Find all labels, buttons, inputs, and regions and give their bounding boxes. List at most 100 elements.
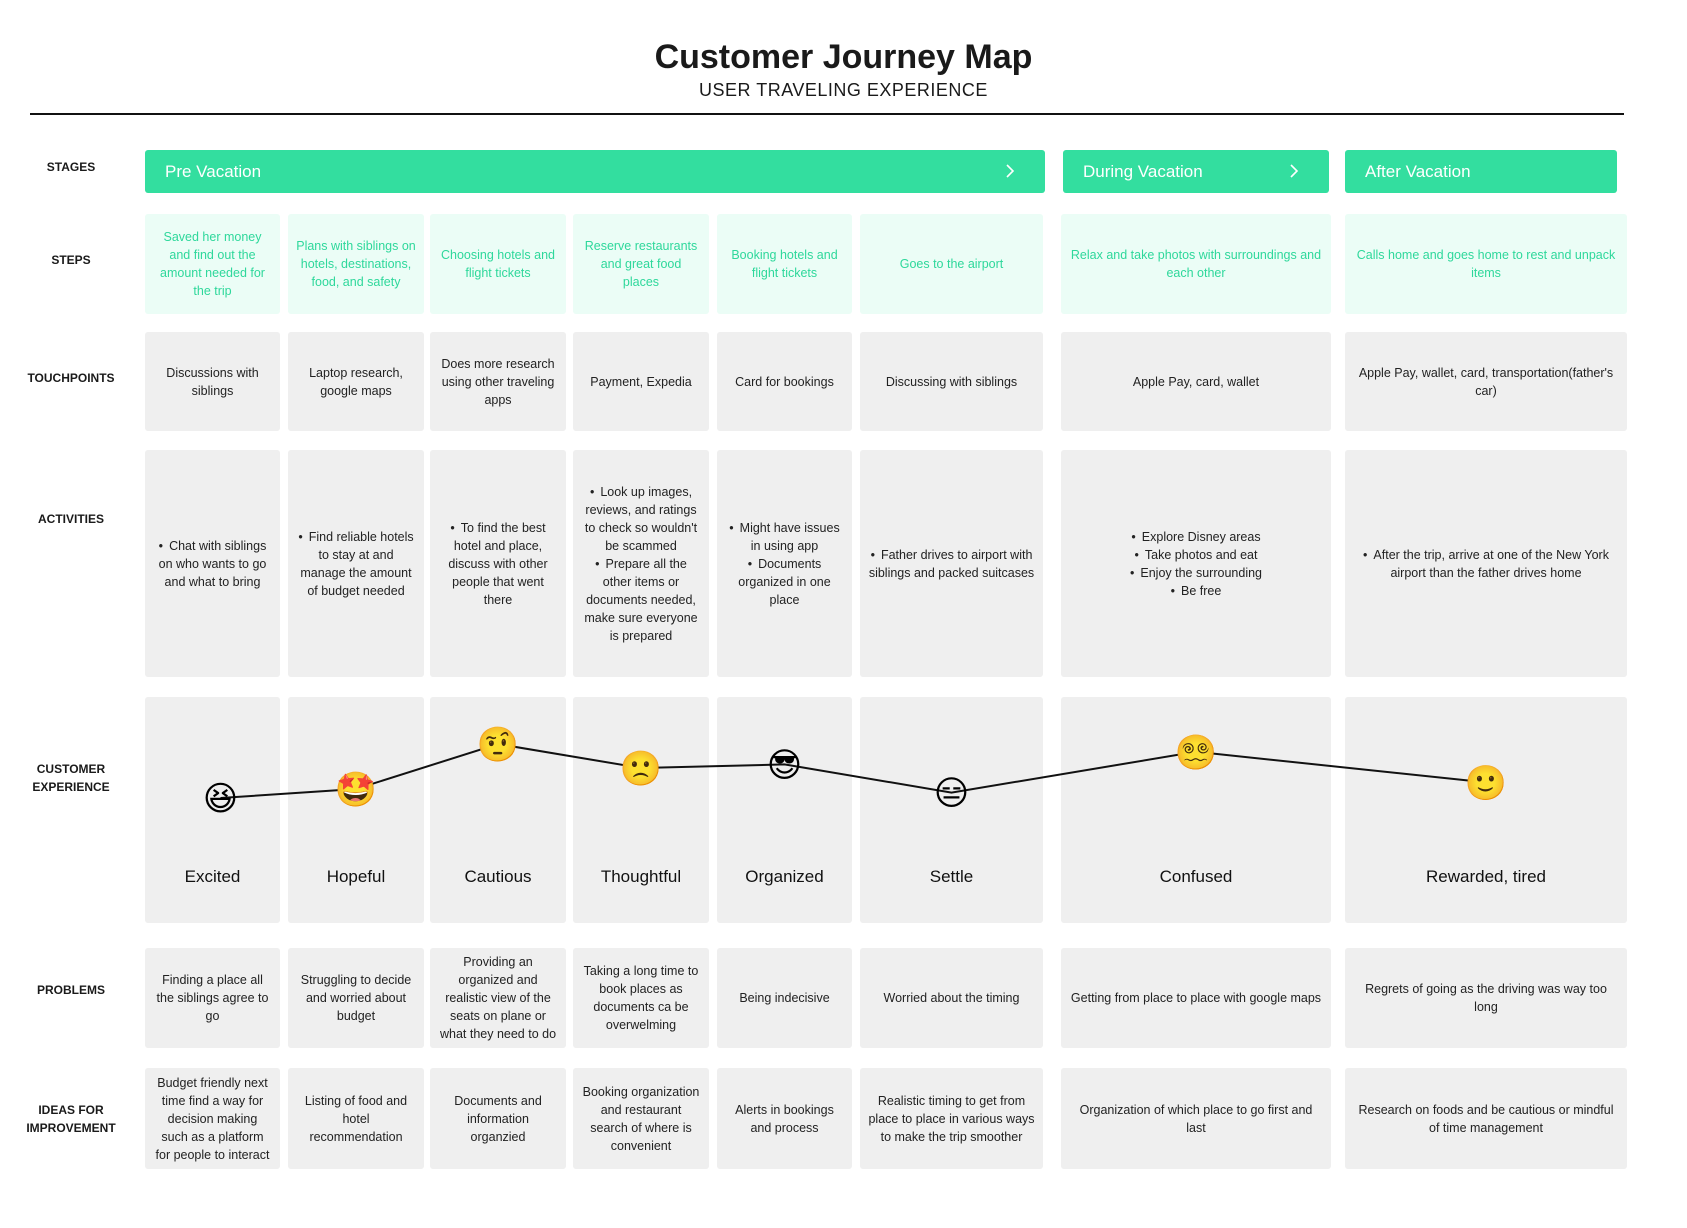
stage-pre-vacation[interactable]: Pre Vacation [145,150,1045,193]
touchpoint-text: Laptop research, google maps [309,365,403,398]
problem-text: Finding a place all the siblings agree t… [156,973,269,1023]
experience-line [220,742,1487,799]
emotion-emoji-icon: 🤩 [335,771,377,809]
emotion-emoji-icon: 😎 [767,746,802,784]
emotion-label: Rewarded, tired [1425,867,1546,886]
step-text: Goes to the airport [899,257,1004,271]
stage-during-vacation[interactable]: During Vacation [1063,150,1329,193]
idea-cell: Alerts in bookings and process [717,1068,852,1169]
activity-list: Explore Disney areasTake photos and eatE… [1130,528,1262,600]
problem-cell: Providing an organized and realistic vie… [430,948,566,1048]
row-label-ideas-line1: IDEAS FOR [38,1103,104,1117]
emotion-label: Organized [745,867,824,886]
activity-list: Look up images, reviews, and ratings to … [581,483,701,645]
step-text: Choosing hotels and flight tickets [441,248,555,280]
idea-text: Realistic timing to get from place to pl… [868,1093,1035,1144]
problem-text: Struggling to decide and worried about b… [300,973,412,1023]
emotion-label: Confused [1159,867,1233,886]
idea-cell: Documents and information organzied [430,1068,566,1169]
activity-list: After the trip, arrive at one of the New… [1353,546,1619,582]
stage-after-vacation[interactable]: After Vacation [1345,150,1617,193]
touchpoint-cell: Does more research using other traveling… [430,332,566,431]
activity-item: Father drives to airport with siblings a… [868,546,1035,582]
touchpoint-cell: Apple Pay, wallet, card, transportation(… [1345,332,1627,431]
chevron-right-icon [1006,164,1015,178]
page-title: Customer Journey Map [654,38,1033,76]
row-label-problems: PROBLEMS [36,983,105,997]
idea-text: Organization of which place to go first … [1079,1102,1313,1135]
activity-item: Be free [1130,582,1262,600]
activity-cell: Find reliable hotels to stay at and mana… [288,450,424,677]
activity-cell: After the trip, arrive at one of the New… [1345,450,1627,677]
emotion-label: Hopeful [326,867,386,886]
touchpoint-cell: Apple Pay, card, wallet [1061,332,1331,431]
activity-item: Chat with siblings on who wants to go an… [153,537,272,591]
problem-cell: Being indecisive [717,948,852,1048]
problem-cell: Taking a long time to book places as doc… [573,948,709,1048]
touchpoint-text: Card for bookings [735,374,834,389]
problem-text: Providing an organized and realistic vie… [439,955,557,1041]
emotion-label: Cautious [464,867,532,886]
problem-text: Getting from place to place with google … [1070,991,1322,1005]
emotion-emoji-icon: 🤨 [477,726,519,764]
touchpoint-cell: Discussing with siblings [860,332,1043,431]
problem-text: Regrets of going as the driving was way … [1365,982,1607,1014]
problem-text: Taking a long time to book places as doc… [583,964,699,1032]
touchpoint-text: Payment, Expedia [590,374,692,389]
activity-cell: To find the best hotel and place, discus… [430,450,566,677]
activity-cell: Chat with siblings on who wants to go an… [145,450,280,677]
activity-item: Look up images, reviews, and ratings to … [581,483,701,555]
emotion-emoji-icon: 😆 [203,780,238,818]
experience-cell [1345,697,1627,923]
row-label-experience-line1: CUSTOMER [36,762,106,776]
experience-cell [288,697,424,923]
problem-cell: Struggling to decide and worried about b… [288,948,424,1048]
activity-item: Enjoy the surrounding [1130,564,1262,582]
step-cell: Plans with siblings on hotels, destinati… [288,214,424,314]
emotion-emoji-icon: 😵‍💫 [1175,734,1217,772]
idea-text: Budget friendly next time find a way for… [155,1075,270,1162]
activity-item: Take photos and eat [1130,546,1262,564]
problem-cell: Getting from place to place with google … [1061,948,1331,1048]
experience-cell [430,697,566,923]
step-cell: Goes to the airport [860,214,1043,314]
step-cell: Saved her money and find out the amount … [145,214,280,314]
idea-text: Research on foods and be cautious or min… [1358,1102,1614,1135]
row-label-stages: STAGES [46,160,96,174]
touchpoint-text: Discussions with siblings [166,365,259,398]
idea-cell: Booking organization and restaurant sear… [573,1068,709,1169]
activity-item: Might have issues in using app [725,519,844,555]
idea-cell: Budget friendly next time find a way for… [145,1068,280,1169]
stage-label: After Vacation [1365,161,1471,181]
activity-item: After the trip, arrive at one of the New… [1353,546,1619,582]
row-label-ideas-line2: IMPROVEMENT [26,1121,116,1135]
experience-cell [145,697,280,923]
touchpoint-text: Does more research using other traveling… [441,356,555,407]
activity-item: Prepare all the other items or documents… [581,555,701,645]
step-cell: Reserve restaurants and great food place… [573,214,709,314]
activity-item: Find reliable hotels to stay at and mana… [296,528,416,600]
activity-list: Find reliable hotels to stay at and mana… [296,528,416,600]
activity-cell: Father drives to airport with siblings a… [860,450,1043,677]
row-label-touchpoints: TOUCHPOINTS [27,371,115,385]
step-cell: Booking hotels and flight tickets [717,214,852,314]
row-label-experience: CUSTOMER EXPERIENCE [12,760,130,796]
problem-text: Being indecisive [739,991,830,1005]
row-label-activities: ACTIVITIES [37,512,104,526]
row-label-steps: STEPS [51,253,91,267]
activity-cell: Look up images, reviews, and ratings to … [573,450,709,677]
title-divider [30,113,1624,115]
page-subtitle: USER TRAVELING EXPERIENCE [699,80,988,100]
activity-cell: Explore Disney areasTake photos and eatE… [1061,450,1331,677]
idea-text: Booking organization and restaurant sear… [582,1084,700,1153]
experience-cell [860,697,1043,923]
activity-item: Documents organized in one place [725,555,844,609]
step-cell: Relax and take photos with surroundings … [1061,214,1331,314]
activity-list: Might have issues in using appDocuments … [725,519,844,609]
touchpoint-cell: Payment, Expedia [573,332,709,431]
activity-list: Father drives to airport with siblings a… [868,546,1035,582]
idea-text: Listing of food and hotel recommendation [304,1093,408,1144]
emotion-label: Excited [184,867,241,886]
problem-text: Worried about the timing [883,991,1020,1005]
stage-label: Pre Vacation [165,161,262,181]
